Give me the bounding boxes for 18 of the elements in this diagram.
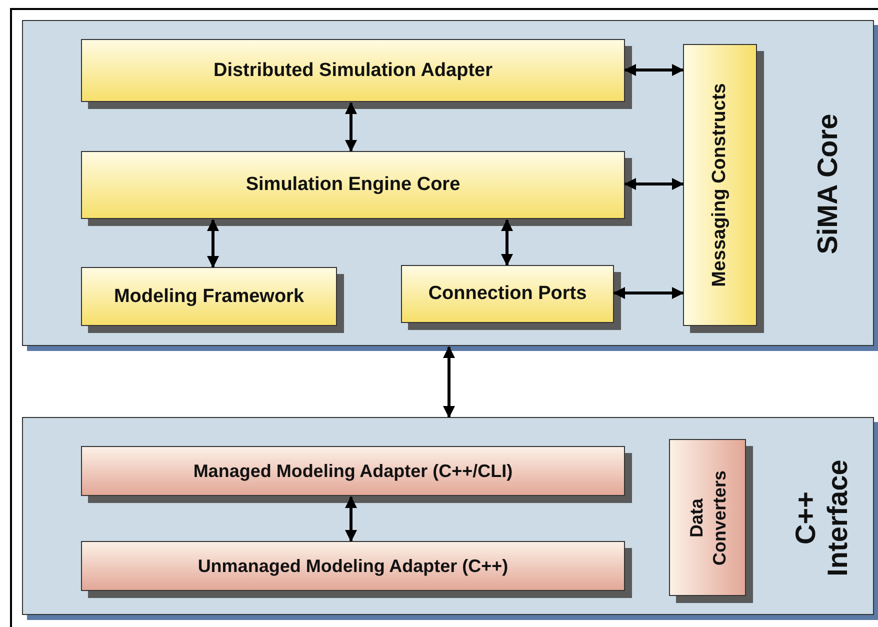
double-arrow bbox=[613, 287, 684, 299]
double-arrow bbox=[345, 496, 357, 542]
component-label: Managed Modeling Adapter (C++/CLI) bbox=[192, 460, 514, 482]
double-arrow bbox=[207, 219, 219, 268]
component-label: Unmanaged Modeling Adapter (C++) bbox=[196, 554, 510, 578]
double-arrow bbox=[501, 219, 513, 266]
component-label: Distributed Simulation Adapter bbox=[212, 58, 494, 82]
component-label: Messaging Constructs bbox=[708, 82, 732, 289]
component-label: Modeling Framework bbox=[112, 284, 306, 308]
double-arrow bbox=[624, 64, 684, 76]
layer-title: SiMA Core bbox=[812, 112, 844, 256]
component-label: Data Converters bbox=[685, 468, 730, 568]
component-label: Simulation Engine Core bbox=[244, 173, 462, 197]
component-label: Connection Ports bbox=[427, 282, 588, 306]
double-arrow bbox=[345, 102, 357, 152]
double-arrow bbox=[624, 178, 684, 190]
layer-title: C++ Interface bbox=[790, 458, 854, 578]
double-arrow bbox=[443, 346, 455, 418]
